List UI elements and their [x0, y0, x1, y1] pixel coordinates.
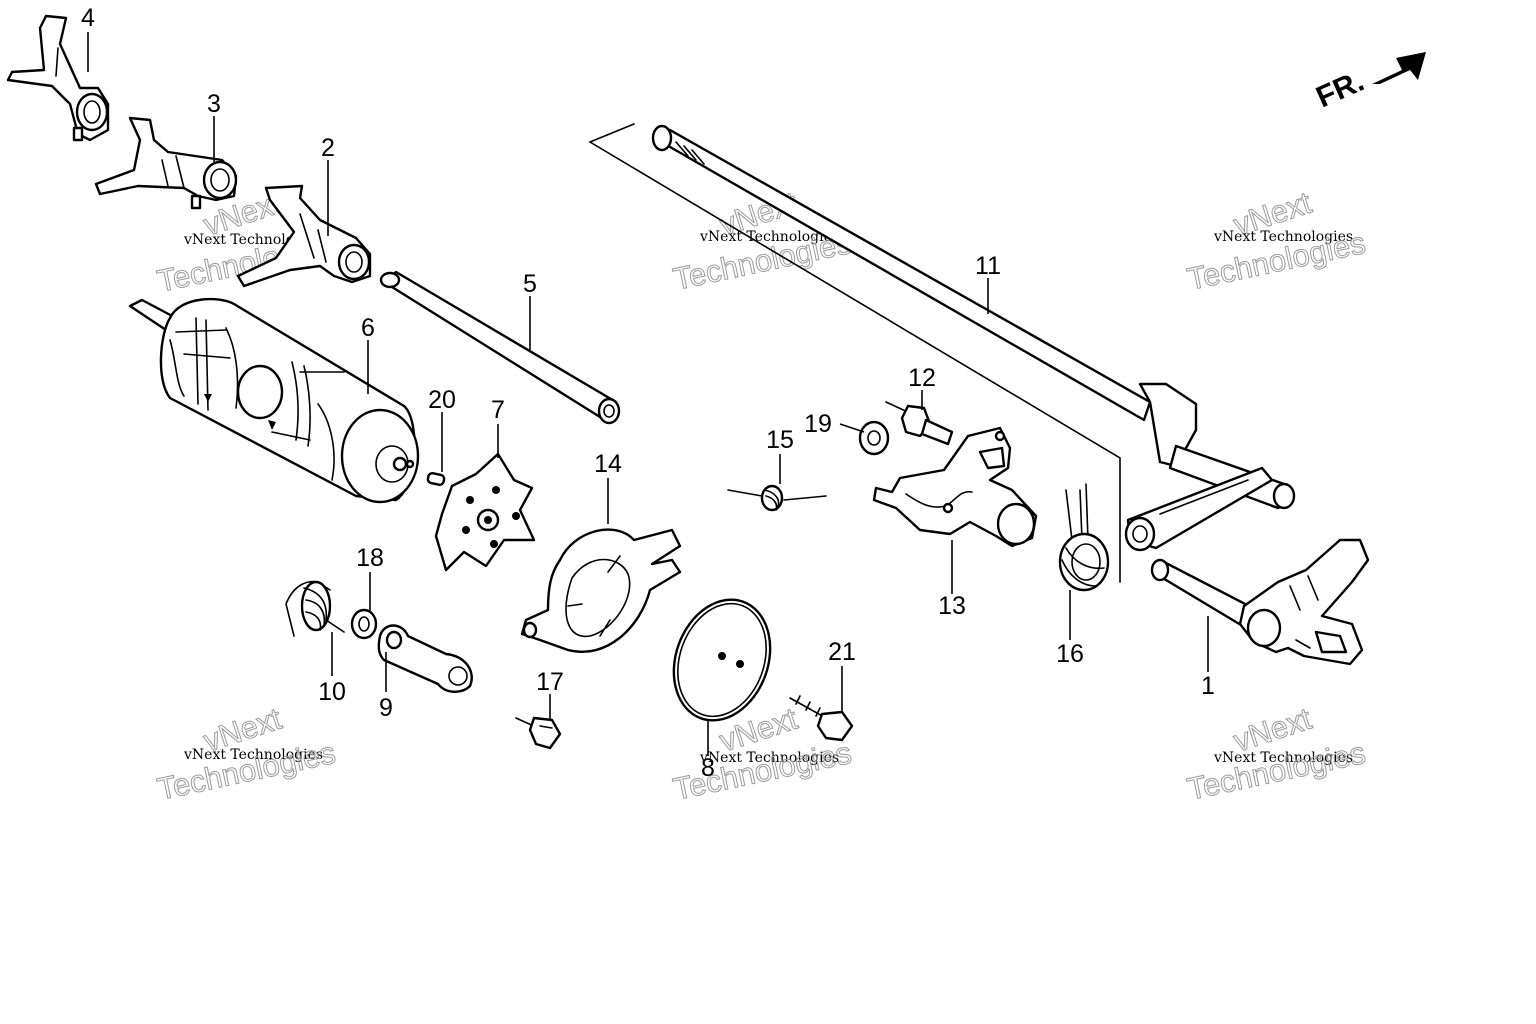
callout-2: 2	[321, 134, 335, 162]
callout-20: 20	[428, 386, 456, 414]
shift-fork-1	[1150, 538, 1370, 666]
callout-4: 4	[81, 4, 95, 32]
shift-fork-4	[6, 14, 110, 142]
stopper-arm-9	[377, 624, 473, 693]
callout-18: 18	[356, 544, 384, 572]
callout-lines	[87, 32, 1209, 756]
washer-19	[858, 420, 890, 456]
front-direction-label: FR.	[1311, 65, 1369, 115]
stud-bolt-12	[885, 401, 954, 446]
return-spring-16	[1058, 483, 1110, 592]
gearshift-spindle-11	[589, 123, 1296, 583]
shift-fork-2	[236, 184, 372, 288]
washer-18	[350, 608, 378, 640]
callout-9: 9	[379, 694, 393, 722]
callout-17: 17	[536, 668, 564, 696]
watermark-line1: vNext Technologies	[1213, 750, 1353, 766]
watermark-line1: vNext Technologies	[183, 747, 323, 763]
callout-3: 3	[207, 90, 221, 118]
callout-21: 21	[828, 638, 856, 666]
guide-plate-14	[520, 528, 682, 653]
callout-6: 6	[361, 314, 375, 342]
watermark-line1: vNext Technologies	[699, 229, 839, 245]
callout-11: 11	[975, 252, 1001, 280]
callout-19: 19	[804, 410, 832, 438]
callout-10: 10	[318, 678, 346, 706]
callout-16: 16	[1056, 640, 1084, 668]
callout-7: 7	[491, 396, 505, 424]
callout-labels: 1 2 3 4 5 6 7 8 9 10 11 12 13 14 15 16 1…	[81, 4, 1215, 782]
front-direction-indicator: FR.	[1311, 52, 1426, 114]
watermark-bottom-right: vNext vNext Technologies Technologies	[1184, 700, 1369, 807]
watermark-top-right: vNext vNext Technologies Technologies	[1184, 184, 1369, 297]
shift-fork-shaft-5	[379, 270, 621, 425]
watermark-bottom-left: vNext vNext Technologies Technologies	[154, 700, 339, 807]
shift-arm-plate-13	[872, 426, 1038, 548]
drum-center-star-7	[434, 452, 536, 572]
callout-8: 8	[701, 754, 715, 782]
callout-5: 5	[523, 270, 537, 298]
callout-14: 14	[594, 450, 622, 478]
gasket-8	[672, 598, 772, 722]
shift-drum-6	[128, 297, 420, 504]
dowel-pin-20	[426, 471, 446, 487]
bolt-17	[515, 716, 562, 750]
tension-spring-15	[727, 484, 827, 512]
watermark-line1: vNext Technologies	[1213, 229, 1353, 245]
callout-15: 15	[766, 426, 794, 454]
callout-13: 13	[938, 592, 966, 620]
watermark-line1: vNext Technologies	[699, 750, 839, 766]
shift-fork-3	[94, 116, 238, 210]
callout-1: 1	[1201, 672, 1215, 700]
return-spring-10	[285, 580, 345, 637]
callout-12: 12	[908, 364, 936, 392]
front-arrow-icon	[1372, 52, 1426, 84]
watermark-top-center: vNext vNext Technologies Technologies	[670, 184, 855, 297]
